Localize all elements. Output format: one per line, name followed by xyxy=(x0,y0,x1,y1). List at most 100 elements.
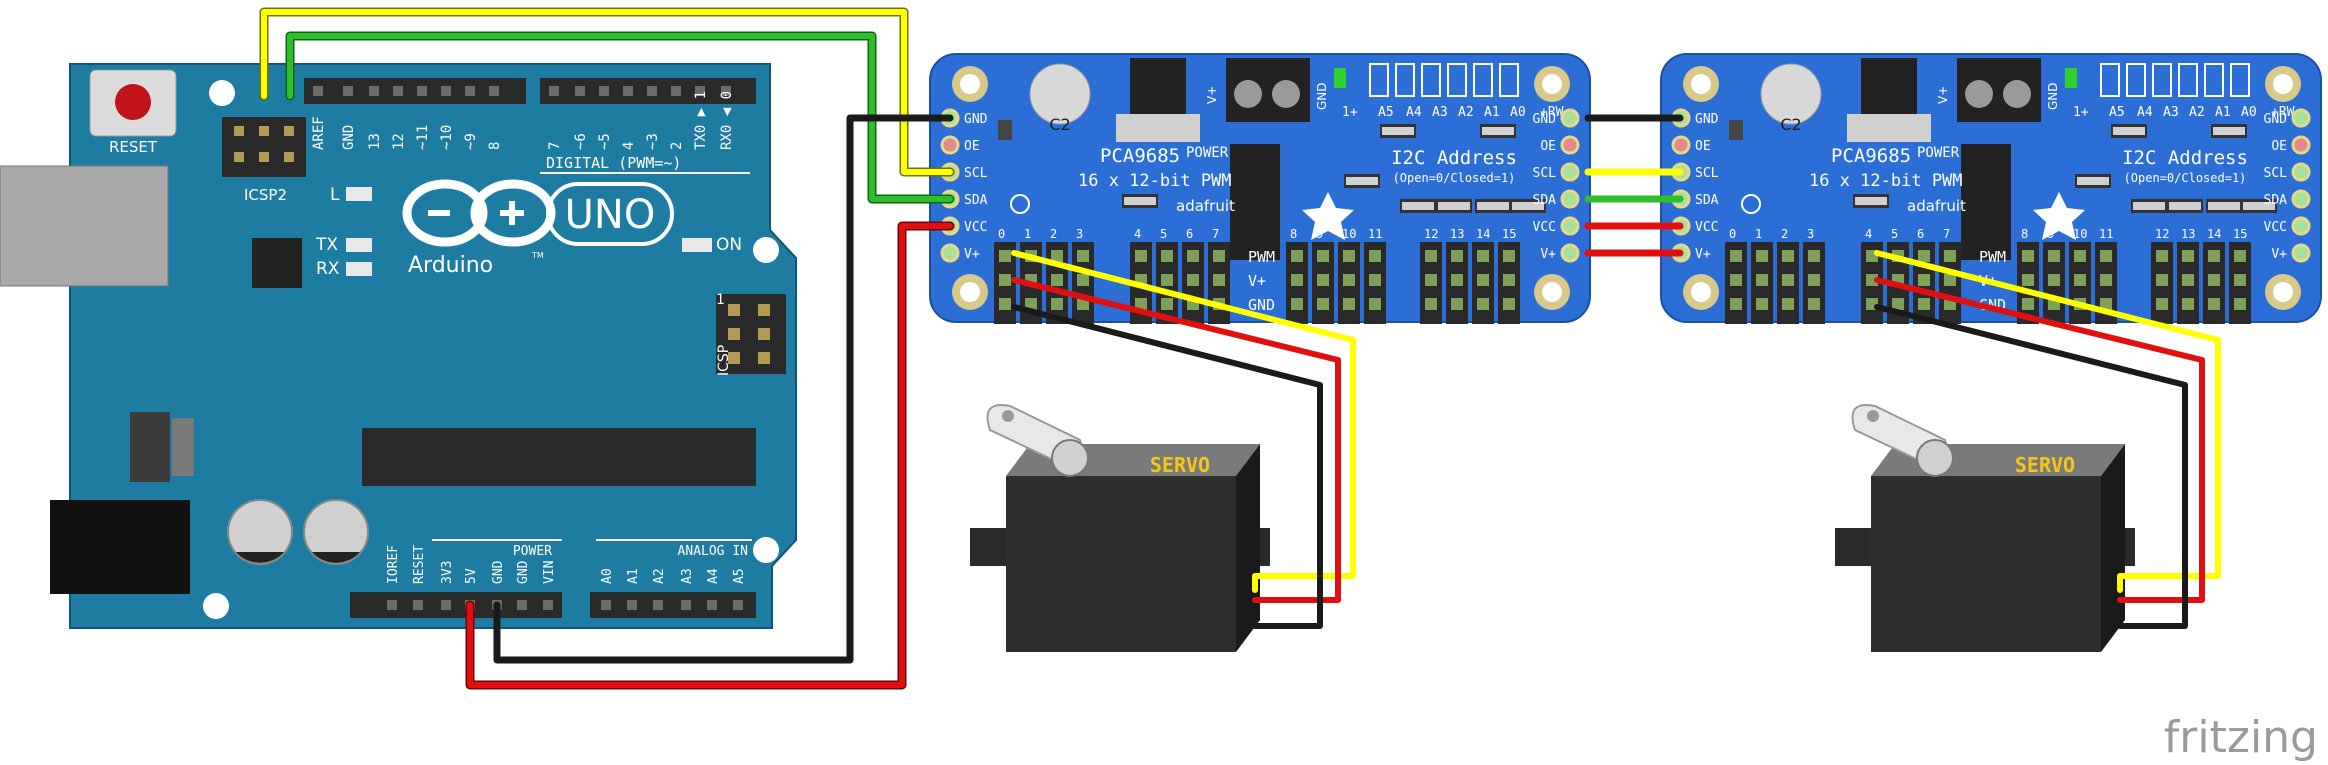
channel-pin[interactable] xyxy=(1782,298,1794,310)
channel-pin[interactable] xyxy=(2234,250,2246,262)
channel-pin[interactable] xyxy=(1808,274,1820,286)
channel-pin[interactable] xyxy=(2182,298,2194,310)
channel-pin[interactable] xyxy=(1892,298,1904,310)
channel-pin[interactable] xyxy=(1918,250,1930,262)
channel-pin[interactable] xyxy=(2156,274,2168,286)
digital-pin[interactable] xyxy=(369,86,379,96)
channel-pin[interactable] xyxy=(1161,250,1173,262)
digital-pin[interactable] xyxy=(313,86,323,96)
channel-pin[interactable] xyxy=(2022,250,2034,262)
channel-pin[interactable] xyxy=(1808,250,1820,262)
channel-pin[interactable] xyxy=(1291,274,1303,286)
right-header-pin[interactable] xyxy=(1560,189,1580,209)
right-header-pin[interactable] xyxy=(1560,243,1580,263)
channel-pin[interactable] xyxy=(2100,250,2112,262)
right-header-pin[interactable] xyxy=(1560,162,1580,182)
analog-pin[interactable] xyxy=(681,600,691,610)
channel-pin[interactable] xyxy=(999,274,1011,286)
channel-pin[interactable] xyxy=(1425,274,1437,286)
power-pin[interactable] xyxy=(413,600,423,610)
address-jumper[interactable] xyxy=(2152,63,2172,97)
power-pin[interactable] xyxy=(517,600,527,610)
digital-pin[interactable] xyxy=(623,86,633,96)
digital-pin[interactable] xyxy=(465,86,475,96)
channel-pin[interactable] xyxy=(2182,250,2194,262)
channel-pin[interactable] xyxy=(1291,298,1303,310)
address-jumper[interactable] xyxy=(2100,63,2120,97)
address-jumper[interactable] xyxy=(1499,63,1519,97)
channel-pin[interactable] xyxy=(1369,250,1381,262)
analog-pin[interactable] xyxy=(653,600,663,610)
address-jumper[interactable] xyxy=(1395,63,1415,97)
channel-pin[interactable] xyxy=(1918,298,1930,310)
digital-pin[interactable] xyxy=(343,86,353,96)
channel-pin[interactable] xyxy=(1730,274,1742,286)
power-pin[interactable] xyxy=(441,600,451,610)
channel-pin[interactable] xyxy=(1317,274,1329,286)
channel-pin[interactable] xyxy=(2100,298,2112,310)
right-header-pin[interactable] xyxy=(2291,216,2311,236)
channel-pin[interactable] xyxy=(1161,298,1173,310)
analog-pin[interactable] xyxy=(627,600,637,610)
channel-pin[interactable] xyxy=(1291,250,1303,262)
digital-pin[interactable] xyxy=(575,86,585,96)
channel-pin[interactable] xyxy=(1343,298,1355,310)
channel-pin[interactable] xyxy=(1503,298,1515,310)
digital-pin[interactable] xyxy=(489,86,499,96)
address-jumper[interactable] xyxy=(2126,63,2146,97)
channel-pin[interactable] xyxy=(999,298,1011,310)
channel-pin[interactable] xyxy=(1756,250,1768,262)
channel-pin[interactable] xyxy=(2074,274,2086,286)
channel-pin[interactable] xyxy=(1077,298,1089,310)
right-header-pin[interactable] xyxy=(2291,243,2311,263)
channel-pin[interactable] xyxy=(1051,274,1063,286)
channel-pin[interactable] xyxy=(1051,298,1063,310)
channel-pin[interactable] xyxy=(1808,298,1820,310)
channel-pin[interactable] xyxy=(1077,250,1089,262)
channel-pin[interactable] xyxy=(1756,298,1768,310)
address-jumper[interactable] xyxy=(2204,63,2224,97)
channel-pin[interactable] xyxy=(1451,250,1463,262)
channel-pin[interactable] xyxy=(2074,250,2086,262)
digital-pin[interactable] xyxy=(393,86,403,96)
channel-pin[interactable] xyxy=(1077,274,1089,286)
digital-pin[interactable] xyxy=(599,86,609,96)
power-pin[interactable] xyxy=(543,600,553,610)
right-header-pin[interactable] xyxy=(1560,216,1580,236)
address-jumper[interactable] xyxy=(2230,63,2250,97)
digital-pin[interactable] xyxy=(441,86,451,96)
channel-pin[interactable] xyxy=(1782,274,1794,286)
channel-pin[interactable] xyxy=(2100,274,2112,286)
channel-pin[interactable] xyxy=(1451,274,1463,286)
channel-pin[interactable] xyxy=(1918,274,1930,286)
channel-pin[interactable] xyxy=(2234,274,2246,286)
channel-pin[interactable] xyxy=(2022,298,2034,310)
channel-pin[interactable] xyxy=(1161,274,1173,286)
channel-pin[interactable] xyxy=(999,250,1011,262)
channel-pin[interactable] xyxy=(1944,274,1956,286)
digital-pin[interactable] xyxy=(695,86,705,96)
channel-pin[interactable] xyxy=(1343,274,1355,286)
address-jumper[interactable] xyxy=(1473,63,1493,97)
channel-pin[interactable] xyxy=(2234,298,2246,310)
left-header-pin[interactable] xyxy=(940,243,960,263)
channel-pin[interactable] xyxy=(1944,250,1956,262)
channel-pin[interactable] xyxy=(1756,274,1768,286)
channel-pin[interactable] xyxy=(1025,298,1037,310)
analog-pin[interactable] xyxy=(733,600,743,610)
right-header-pin[interactable] xyxy=(1560,108,1580,128)
channel-pin[interactable] xyxy=(1135,298,1147,310)
address-jumper[interactable] xyxy=(2178,63,2198,97)
channel-pin[interactable] xyxy=(1187,274,1199,286)
digital-pin[interactable] xyxy=(417,86,427,96)
channel-pin[interactable] xyxy=(1317,298,1329,310)
analog-pin[interactable] xyxy=(707,600,717,610)
channel-pin[interactable] xyxy=(1135,250,1147,262)
right-header-pin[interactable] xyxy=(1560,135,1580,155)
channel-pin[interactable] xyxy=(1425,298,1437,310)
channel-pin[interactable] xyxy=(1425,250,1437,262)
address-jumper[interactable] xyxy=(1369,63,1389,97)
channel-pin[interactable] xyxy=(1317,250,1329,262)
channel-pin[interactable] xyxy=(2048,250,2060,262)
right-header-pin[interactable] xyxy=(2291,108,2311,128)
